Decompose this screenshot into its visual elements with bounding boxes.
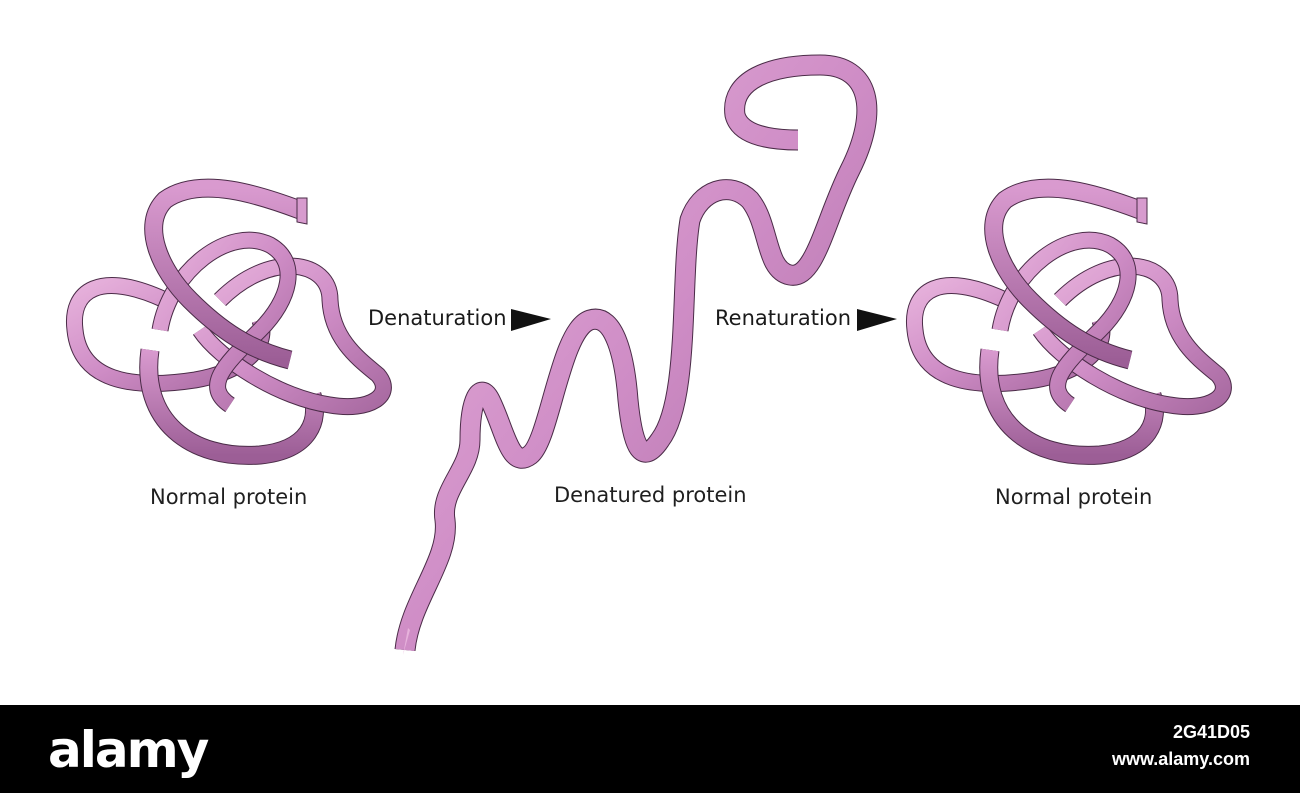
protein-denaturation-diagram bbox=[0, 54, 1300, 655]
site-url: www.alamy.com bbox=[1111, 749, 1250, 769]
renaturation-label: Renaturation bbox=[715, 306, 852, 330]
denatured-protein-ribbon bbox=[394, 54, 878, 655]
denaturation-label: Denaturation bbox=[368, 306, 507, 330]
left-protein-label: Normal protein bbox=[150, 485, 308, 509]
middle-protein-label: Denatured protein bbox=[554, 483, 747, 507]
brand-logo: alamy bbox=[48, 721, 209, 779]
folded-protein-left bbox=[74, 188, 383, 455]
right-protein-label: Normal protein bbox=[995, 485, 1153, 509]
image-id: 2G41D05 bbox=[1172, 722, 1250, 742]
watermark-footer: alamy 2G41D05 www.alamy.com bbox=[0, 705, 1300, 793]
denaturation-arrow bbox=[511, 309, 551, 331]
folded-protein-right bbox=[914, 188, 1223, 455]
renaturation-arrow bbox=[857, 309, 897, 331]
